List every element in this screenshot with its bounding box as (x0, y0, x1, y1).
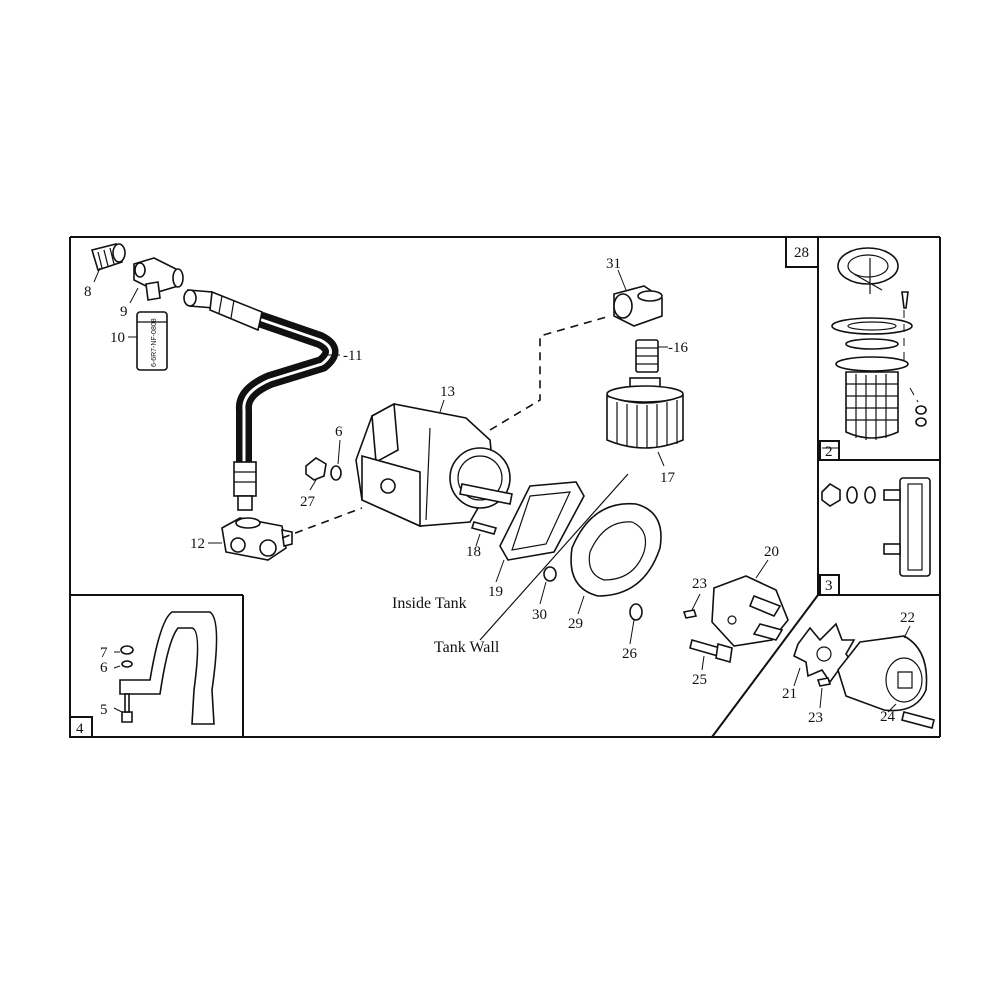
label-17: 17 (660, 470, 676, 486)
coupling-half-22 (837, 635, 928, 712)
manifold-block-12 (221, 517, 293, 561)
label-29: 29 (568, 616, 583, 632)
label-16: -16 (668, 340, 688, 356)
tank-wall-label: Tank Wall (434, 639, 500, 656)
label-8: 8 (84, 284, 92, 300)
label-5: 5 (100, 702, 108, 718)
bolt-25 (689, 639, 733, 664)
label-21: 21 (782, 686, 797, 702)
label-22: 22 (900, 610, 915, 626)
label-13: 13 (440, 384, 455, 400)
label-23b: 23 (808, 710, 823, 726)
part-labels: 8 9 10 -11 12 13 31 -16 17 6 27 18 19 30… (76, 245, 915, 737)
label-11: -11 (343, 348, 362, 364)
label-26: 26 (622, 646, 638, 662)
nut-27 (305, 457, 327, 481)
label-4: 4 (76, 721, 84, 737)
leader-lines (93, 267, 911, 713)
label-6b: 6 (100, 660, 108, 676)
coupling-divider (711, 594, 819, 738)
label-19: 19 (488, 584, 503, 600)
o-ring-30 (543, 566, 557, 582)
sight-gauge-assembly (821, 477, 931, 577)
fitting-marking: 6-6R7-NF-0808 (151, 318, 158, 367)
flange-29 (570, 502, 662, 597)
label-28: 28 (794, 245, 809, 261)
label-6a: 6 (335, 424, 343, 440)
label-20: 20 (764, 544, 779, 560)
label-9: 9 (120, 304, 128, 320)
inset-3-frame (817, 460, 940, 596)
dashed-line-12-13 (281, 507, 363, 539)
hydraulic-pump-13 (355, 402, 513, 528)
label-27: 27 (300, 494, 316, 510)
label-25: 25 (692, 672, 707, 688)
coupling-half-20 (711, 575, 789, 647)
elbow-fitting-31 (613, 285, 663, 327)
tee-fitting-9 (133, 257, 184, 301)
fitting-8 (90, 243, 126, 272)
label-18: 18 (466, 544, 481, 560)
hose-assembly (183, 289, 339, 511)
inset-2-frame (817, 237, 940, 461)
label-10: 10 (110, 330, 125, 346)
inside-tank-label: Inside Tank (392, 595, 467, 612)
label-12: 12 (190, 536, 205, 552)
label-3: 3 (825, 578, 833, 594)
key-24 (901, 711, 935, 729)
strainer-17 (606, 377, 684, 449)
inset-28-frame (785, 236, 819, 268)
inset-4-frame (69, 594, 244, 738)
label-30: 30 (532, 607, 547, 623)
set-screw-23 (682, 609, 698, 619)
nipple-16 (635, 339, 659, 373)
set-screw-23-b (816, 677, 832, 687)
gasket-19 (499, 481, 585, 561)
breather-cap-assembly (831, 247, 927, 440)
washer-6 (330, 465, 342, 481)
dashed-line-pump-filter (489, 315, 611, 431)
label-24: 24 (880, 709, 896, 725)
label-2: 2 (825, 444, 833, 460)
label-23a: 23 (692, 576, 707, 592)
label-31: 31 (606, 256, 621, 272)
key-18 (470, 521, 498, 535)
washer-26 (629, 603, 643, 621)
label-7: 7 (100, 645, 108, 661)
tank-wall-line (479, 473, 629, 641)
check-valve-10: 6-6R7-NF-0808 (136, 311, 168, 371)
mounting-bracket (119, 611, 218, 725)
